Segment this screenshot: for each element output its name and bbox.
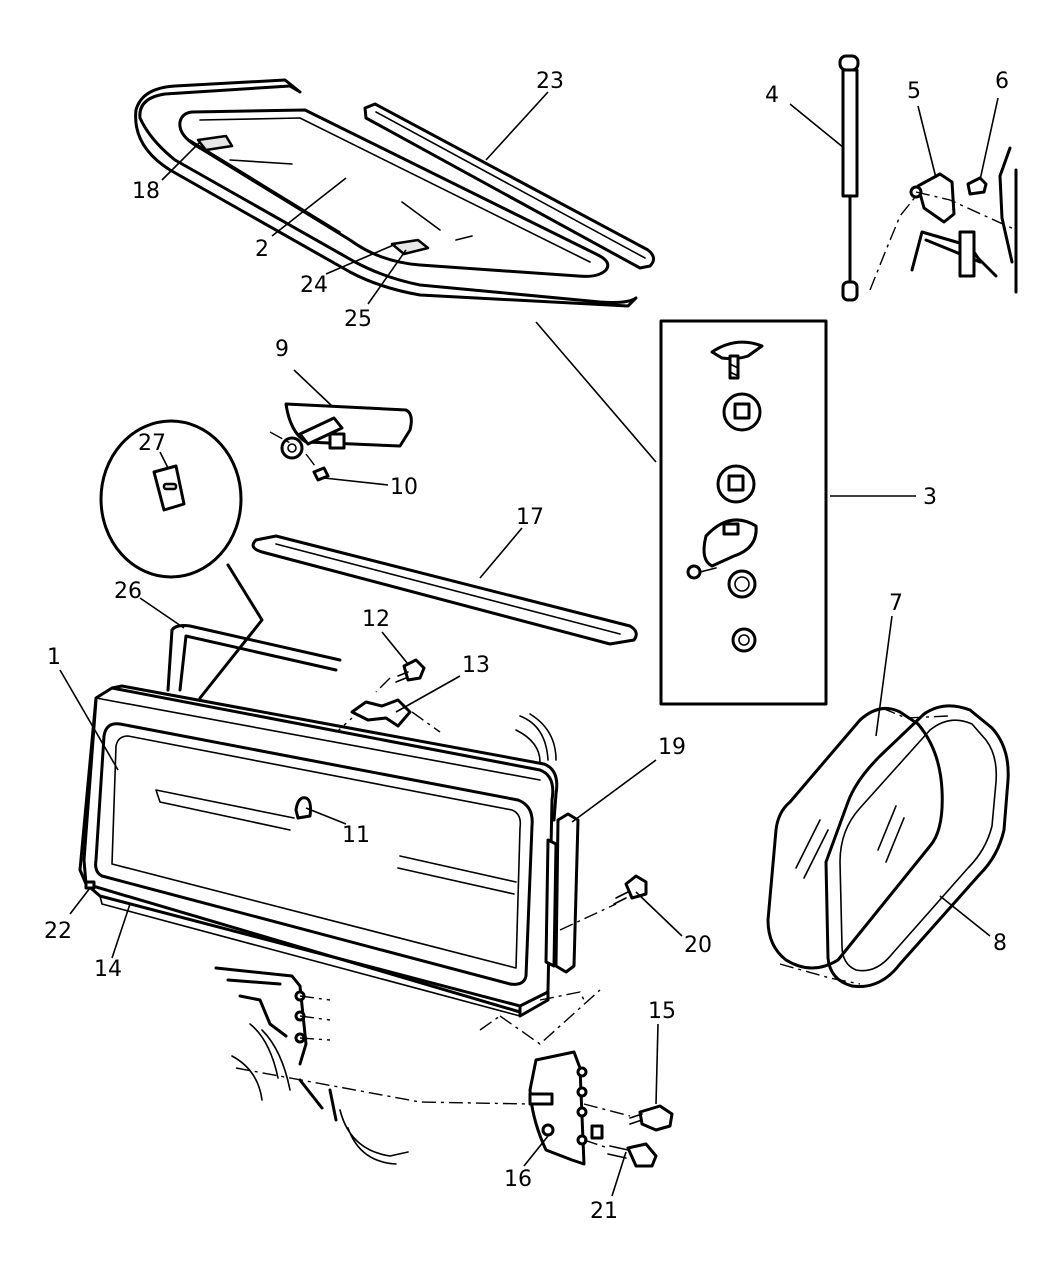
seal-26	[166, 624, 342, 692]
quarter-window	[766, 704, 1010, 989]
hinge-5	[916, 172, 956, 224]
liftgate-frame-1	[78, 684, 559, 1018]
bolt-15	[583, 1103, 674, 1132]
callout-labels: 1 2 3 4 5 6 7 8 9 10 11 12 13 14 15 16 1…	[44, 69, 1009, 1224]
weatherstrip-23	[363, 102, 655, 270]
callout-22: 22	[44, 919, 72, 944]
callout-12: 12	[362, 607, 390, 632]
bolt-20	[559, 874, 648, 931]
fastener-12-13	[329, 658, 441, 739]
hinge-assembly	[869, 146, 1018, 294]
detail-view-27	[99, 419, 264, 700]
callout-25: 25	[344, 307, 372, 332]
callout-6: 6	[995, 69, 1009, 94]
callout-19: 19	[658, 735, 686, 760]
glass-seal-18	[134, 78, 638, 308]
callout-9: 9	[275, 337, 289, 362]
callout-4: 4	[765, 83, 779, 108]
callout-14: 14	[94, 957, 122, 982]
liftgate-glass-assembly	[134, 78, 655, 308]
body-bracket	[214, 966, 604, 1166]
glass-pane-2	[178, 108, 610, 278]
clip-11	[294, 796, 312, 820]
callout-8: 8	[993, 931, 1007, 956]
quarter-glass-7	[766, 706, 944, 970]
callout-18: 18	[132, 179, 160, 204]
side-seal-19	[515, 713, 580, 974]
gas-prop-4	[838, 54, 860, 302]
callout-7: 7	[889, 591, 903, 616]
callout-13: 13	[462, 653, 490, 678]
callout-27: 27	[138, 431, 166, 456]
glass-latch-tab	[196, 134, 234, 152]
callout-10: 10	[390, 475, 418, 500]
bolt-21	[583, 1139, 658, 1168]
callout-21: 21	[590, 1199, 618, 1224]
callout-15: 15	[648, 999, 676, 1024]
leader-lines	[59, 91, 999, 1197]
callout-17: 17	[516, 505, 544, 530]
quarter-seal-8	[824, 704, 1010, 989]
header-trim-17	[251, 534, 638, 646]
callout-5: 5	[907, 79, 921, 104]
callout-26: 26	[114, 579, 142, 604]
bolt-6	[966, 176, 988, 196]
glass-hinge-tab-24	[390, 238, 430, 256]
hardware-kit-3	[659, 319, 828, 706]
callout-20: 20	[684, 933, 712, 958]
callout-16: 16	[504, 1167, 532, 1192]
liftgate-latch-9	[269, 402, 413, 482]
callout-24: 24	[300, 273, 328, 298]
callout-11: 11	[342, 823, 370, 848]
callout-1: 1	[47, 645, 61, 670]
callout-23: 23	[536, 69, 564, 94]
callout-3: 3	[923, 485, 937, 510]
callout-2: 2	[255, 237, 269, 262]
plug-22	[84, 880, 96, 890]
